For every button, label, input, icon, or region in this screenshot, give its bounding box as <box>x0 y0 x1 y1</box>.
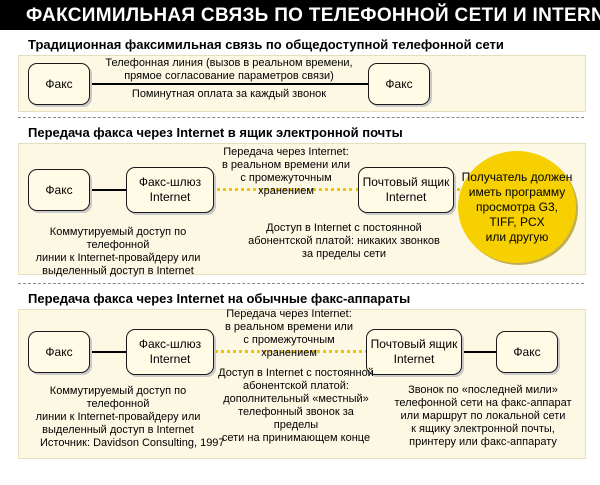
section2-gateway-label-2: Internet <box>149 190 191 204</box>
section2-transfer-2: в реальном времени или <box>222 159 350 171</box>
section2-dialup-3: выделенный доступ в Internet <box>42 265 194 277</box>
section3-transfer-2: в реальном времени или <box>225 321 353 333</box>
section3-fax-left: Факс <box>28 331 90 373</box>
section2-transfer-1: Передача через Internet: <box>223 146 349 158</box>
section2-access-3: за пределы сети <box>301 248 387 260</box>
section2-gateway: Факс-шлюз Internet <box>126 167 214 213</box>
section1-line-label-1: Телефонная линия (вызов в реальном време… <box>105 57 353 69</box>
section3-internet-link <box>210 350 368 353</box>
section2-access-1: Доступ в Internet с постоянной <box>266 222 422 234</box>
section3-lastmile-line <box>458 351 498 353</box>
section2-dialup-label: Коммутируемый доступ по телефонной линии… <box>20 226 216 278</box>
section2-mailbox-label-2: Internet <box>385 190 427 204</box>
section3-lastmile-1: Звонок по «последней мили» <box>408 384 558 396</box>
source-note: Источник: Davidson Consulting, 1997 <box>40 437 225 449</box>
section2-recipient-3: просмотра G3, <box>475 199 558 214</box>
section2-heading: Передача факса через Internet в ящик эле… <box>28 125 403 140</box>
section3-transfer-1: Передача через Internet: <box>226 308 352 320</box>
section2-dialup-2: линии к Internet-провайдеру или <box>35 252 201 264</box>
section1-fax-right: Факс <box>368 63 430 105</box>
section3-dialup-3: выделенный доступ в Internet <box>42 424 194 436</box>
section2-access-2: абонентской платой: никаких звонков <box>248 235 440 247</box>
section2-fax-label: Факс <box>45 182 73 197</box>
section3-gateway-label-1: Факс-шлюз <box>138 337 202 351</box>
section2-dialup-line <box>86 189 128 191</box>
section2-dialup-1: Коммутируемый доступ по телефонной <box>49 226 187 251</box>
section2-transfer-label: Передача через Internet: в реальном врем… <box>214 146 358 198</box>
section2-recipient-link <box>450 188 460 191</box>
section2-gateway-label-1: Факс-шлюз <box>138 175 202 189</box>
section2-access-label: Доступ в Internet с постоянной абонентск… <box>246 222 442 261</box>
section2-recipient-4: TIFF, PCX <box>489 214 545 229</box>
section3-lastmile-label: Звонок по «последней мили» телефонной се… <box>388 384 578 449</box>
section3-lastmile-5: принтеру или факс-аппарату <box>409 436 557 448</box>
section3-gateway: Факс-шлюз Internet <box>126 329 214 375</box>
section3-gateway-label-2: Internet <box>149 352 191 366</box>
section3-fax-left-label: Факс <box>45 344 73 359</box>
section2-recipient-1: Получатель должен <box>461 169 573 184</box>
section3-fax-right-label: Факс <box>513 344 541 359</box>
page-title: ФАКСИМИЛЬНАЯ СВЯЗЬ ПО ТЕЛЕФОННОЙ СЕТИ И … <box>26 5 600 26</box>
divider-2 <box>18 283 584 284</box>
section3-heading: Передача факса через Internet на обычные… <box>28 291 411 306</box>
section2-recipient-2: иметь программу <box>468 184 566 199</box>
section3-access-3: дополнительный «местный» <box>223 393 369 405</box>
section3-transfer-label: Передача через Internet: в реальном врем… <box>214 308 364 360</box>
section3-lastmile-2: телефонной сети на факс-аппарат <box>394 397 572 409</box>
title-bar: ФАКСИМИЛЬНАЯ СВЯЗЬ ПО ТЕЛЕФОННОЙ СЕТИ И … <box>0 0 600 30</box>
divider-1 <box>18 117 584 118</box>
section3-fax-right: Факс <box>496 331 558 373</box>
section2-transfer-3: с промежуточным хранением <box>240 172 332 197</box>
section2-recipient-note: Получатель должен иметь программу просмо… <box>458 151 576 263</box>
section3-mailbox-label-1: Почтовый ящик <box>370 337 458 351</box>
section2-fax: Факс <box>28 169 90 211</box>
section1-heading: Традиционная факсимильная связь по общед… <box>28 37 504 52</box>
section1-fax-left-label: Факс <box>45 76 73 91</box>
section3-panel <box>18 309 586 459</box>
section3-dialup-1: Коммутируемый доступ по телефонной <box>49 385 187 410</box>
section3-mailbox: Почтовый ящик Internet <box>366 329 462 375</box>
section3-access-1: Доступ в Internet с постоянной <box>218 367 374 379</box>
section1-phone-line <box>86 83 372 85</box>
section3-access-label: Доступ в Internet с постоянной абонентск… <box>218 367 374 445</box>
section1-fax-left: Факс <box>28 63 90 105</box>
section2-mailbox: Почтовый ящик Internet <box>358 167 454 213</box>
section3-lastmile-3: или маршрут по локальной сети <box>400 410 566 422</box>
section3-dialup-line <box>86 351 128 353</box>
section3-dialup-label: Коммутируемый доступ по телефонной линии… <box>20 385 216 437</box>
section3-mailbox-label-2: Internet <box>393 352 435 366</box>
section1-line-label-2: прямое согласование параметров связи) <box>124 70 334 82</box>
section1-line-label: Телефонная линия (вызов в реальном време… <box>96 57 362 83</box>
section2-recipient-5: или другую <box>485 229 549 244</box>
section3-access-4: телефонный звонок за пределы <box>238 406 354 431</box>
section2-mailbox-label-1: Почтовый ящик <box>362 175 450 189</box>
section3-transfer-3: с промежуточным хранением <box>243 334 335 359</box>
section1-billing-label: Поминутная оплата за каждый звонок <box>131 88 327 100</box>
section1-fax-right-label: Факс <box>385 76 413 91</box>
section3-access-2: абонентской платой: <box>243 380 349 392</box>
section2-internet-link <box>210 188 360 191</box>
section3-access-5: сети на принимающем конце <box>221 432 371 444</box>
section3-lastmile-4: к ящику электронной почты, <box>411 423 555 435</box>
section3-dialup-2: линии к Internet-провайдеру или <box>35 411 201 423</box>
